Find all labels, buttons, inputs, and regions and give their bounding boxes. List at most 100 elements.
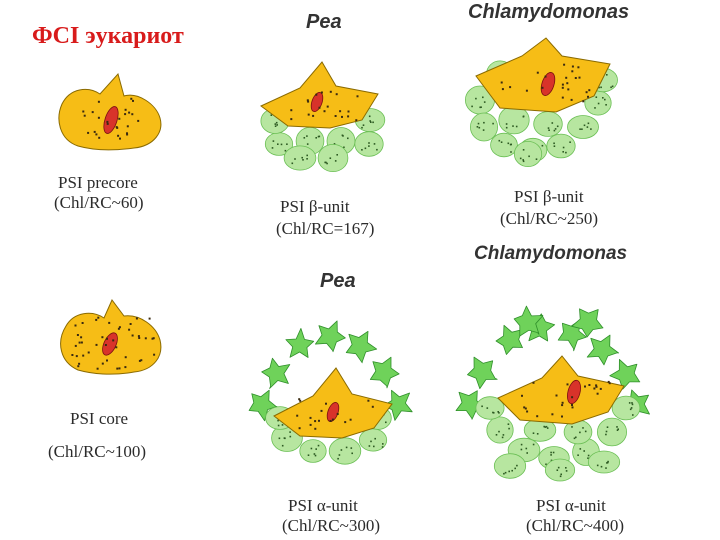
chlorophyll-dot <box>327 106 329 108</box>
chlorophyll-dot <box>306 135 308 137</box>
chlorophyll-dot <box>571 99 573 101</box>
chlorophyll-dot <box>367 400 369 402</box>
chlorophyll-dot <box>116 368 118 370</box>
chlorophyll-dot <box>376 149 378 151</box>
lhc2-complex <box>370 357 399 388</box>
chlorophyll-dot <box>299 427 301 429</box>
chlorophyll-dot <box>153 337 155 339</box>
chlorophyll-dot <box>480 106 482 108</box>
chlorophyll-dot <box>561 404 563 406</box>
chlorophyll-dot <box>563 64 565 66</box>
chlorophyll-dot <box>347 115 349 117</box>
chlorophyll-dot <box>584 125 586 127</box>
chlorophyll-dot <box>632 404 634 406</box>
chlorophyll-dot <box>342 135 344 137</box>
chlorophyll-dot <box>550 452 552 454</box>
chlorophyll-dot <box>314 420 316 422</box>
chlorophyll-dot <box>296 415 298 417</box>
chlorophyll-dot <box>503 434 505 436</box>
chlorophyll-dot <box>550 454 552 456</box>
chlorophyll-dot <box>119 326 121 328</box>
chlorophyll-dot <box>321 92 323 94</box>
chlorophyll-dot <box>81 342 83 344</box>
chlorophyll-dot <box>281 144 283 146</box>
chlorophyll-dot <box>96 344 98 346</box>
chlorophyll-dot <box>511 470 513 472</box>
lhc1-complex <box>355 132 383 157</box>
chlorophyll-dot <box>581 128 583 130</box>
pea-alpha-ratio: (Chl/RC~300) <box>282 517 380 534</box>
psi-core-illustration <box>61 300 161 374</box>
pea-beta-name-suffix: -unit <box>317 197 349 216</box>
chlorophyll-dot <box>302 159 304 161</box>
pea-beta-name: PSI β-unit <box>280 198 350 215</box>
chlamy-alpha-core-shape <box>498 356 624 424</box>
chlorophyll-dot <box>319 136 321 138</box>
chlorophyll-dot <box>520 158 522 160</box>
chlorophyll-dot <box>587 126 589 128</box>
chlorophyll-dot <box>282 424 284 426</box>
chlorophyll-dot <box>284 437 286 439</box>
chlorophyll-dot <box>339 110 341 112</box>
chlorophyll-dot <box>565 467 567 469</box>
chlorophyll-dot <box>339 454 341 456</box>
chlorophyll-dot <box>554 130 556 132</box>
chlorophyll-dot <box>136 318 138 320</box>
chlorophyll-dot <box>562 87 564 89</box>
chlorophyll-dot <box>558 467 560 469</box>
chlorophyll-dot <box>605 104 607 106</box>
chlorophyll-dot <box>310 417 312 419</box>
chlorophyll-dot <box>306 158 308 160</box>
chlamy-beta-name-suffix: -unit <box>551 187 583 206</box>
chlorophyll-dot <box>537 433 539 435</box>
chlorophyll-dot <box>630 409 632 411</box>
pea-alpha-unit-illustration <box>249 321 412 464</box>
chlorophyll-dot <box>477 126 479 128</box>
chlorophyll-dot <box>272 147 274 149</box>
chlorophyll-dot <box>276 122 278 124</box>
chlorophyll-dot <box>374 438 376 440</box>
chlorophyll-dot <box>542 145 544 147</box>
chlorophyll-dot <box>497 411 499 413</box>
chlorophyll-dot <box>139 360 141 362</box>
lhc1-complex <box>491 133 518 157</box>
chlorophyll-dot <box>579 432 581 434</box>
chlorophyll-dot <box>369 116 371 118</box>
chlorophyll-dot <box>128 329 130 331</box>
chlorophyll-dot <box>506 127 508 129</box>
chlorophyll-dot <box>605 434 607 436</box>
chlorophyll-dot <box>508 471 510 473</box>
chlorophyll-dot <box>508 143 510 145</box>
chlorophyll-dot <box>571 404 573 406</box>
chlorophyll-dot <box>588 89 590 91</box>
chlorophyll-dot <box>341 116 343 118</box>
chlorophyll-dot <box>119 138 121 140</box>
chlorophyll-dot <box>571 396 573 398</box>
chlamydomonas-alpha-unit-illustration <box>456 306 650 481</box>
chlorophyll-dot <box>337 413 339 415</box>
chlorophyll-dot <box>521 395 523 397</box>
lhc1-complex <box>547 134 575 158</box>
chlorophyll-dot <box>373 446 375 448</box>
chlorophyll-dot <box>571 426 573 428</box>
chlorophyll-dot <box>612 86 614 88</box>
chlamydomonas-beta-unit-illustration <box>465 38 617 167</box>
chlorophyll-dot <box>562 97 564 99</box>
chlorophyll-dot <box>312 115 314 117</box>
chlorophyll-dot <box>575 77 577 79</box>
chlorophyll-dot <box>572 406 574 408</box>
chlorophyll-dot <box>101 336 103 338</box>
chlorophyll-dot <box>125 109 127 111</box>
chlorophyll-dot <box>492 123 494 125</box>
chlorophyll-dot <box>594 107 596 109</box>
chlorophyll-dot <box>521 444 523 446</box>
chlorophyll-dot <box>311 448 313 450</box>
chlorophyll-dot <box>606 431 608 433</box>
chlorophyll-dot <box>479 127 481 129</box>
chlorophyll-dot <box>273 140 275 142</box>
chlorophyll-dot <box>77 334 79 336</box>
chlorophyll-dot <box>290 436 292 438</box>
alpha-symbol: α <box>317 496 326 515</box>
chlorophyll-dot <box>137 120 139 122</box>
chlorophyll-dot <box>606 74 608 76</box>
